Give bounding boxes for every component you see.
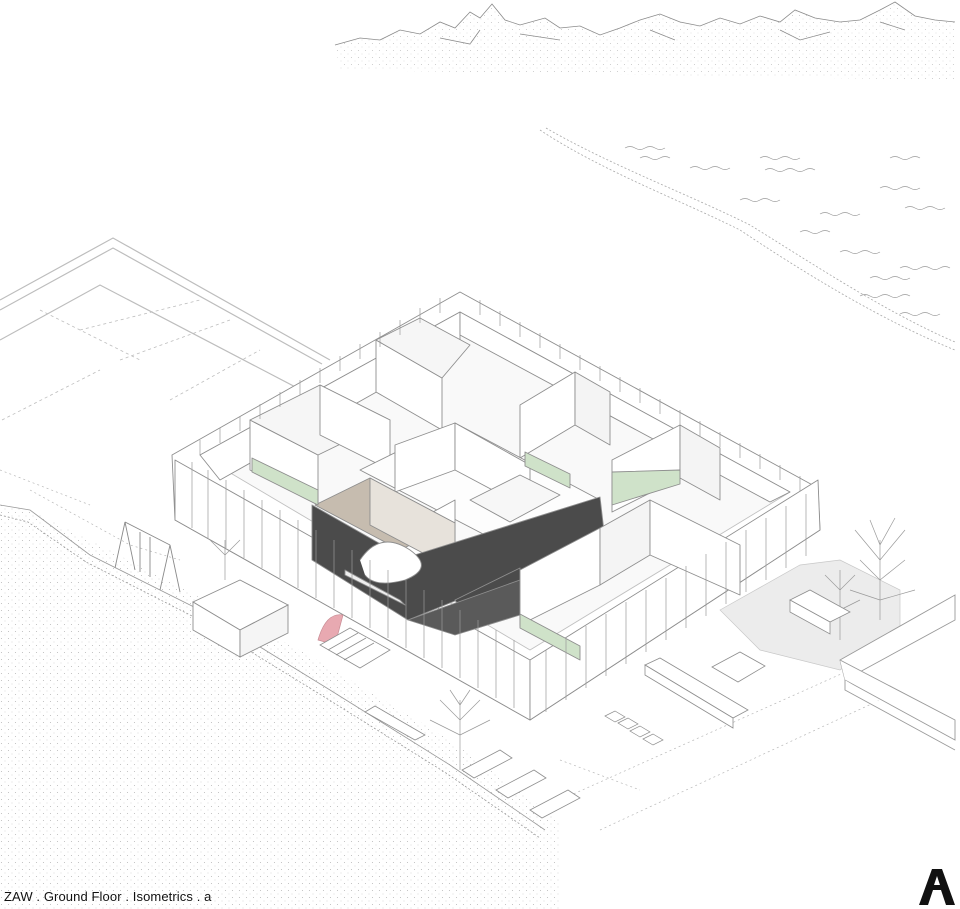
mountain-texture xyxy=(335,2,955,80)
green-strip-4 xyxy=(519,613,581,661)
outdoor-furniture xyxy=(364,589,851,819)
facade-pilasters xyxy=(191,298,807,712)
green-strip-2 xyxy=(524,451,571,489)
site-paths xyxy=(0,469,881,831)
arch-opening xyxy=(359,541,422,584)
neighbour-building xyxy=(839,594,956,751)
playhouse xyxy=(192,579,289,658)
main-building xyxy=(171,291,821,721)
sports-field xyxy=(0,237,331,421)
a-logo-icon xyxy=(919,869,955,905)
lake-shore xyxy=(539,127,956,351)
hopscotch xyxy=(604,710,664,746)
entrance-steps xyxy=(319,627,391,669)
lake-waves xyxy=(624,146,951,316)
ground-field xyxy=(0,505,560,909)
drawing-caption: ZAW . Ground Floor . Isometrics . a xyxy=(4,889,212,904)
trees xyxy=(209,517,916,770)
green-strip-1 xyxy=(251,457,319,506)
swing-set xyxy=(114,521,181,593)
green-strip-3 xyxy=(611,469,681,506)
